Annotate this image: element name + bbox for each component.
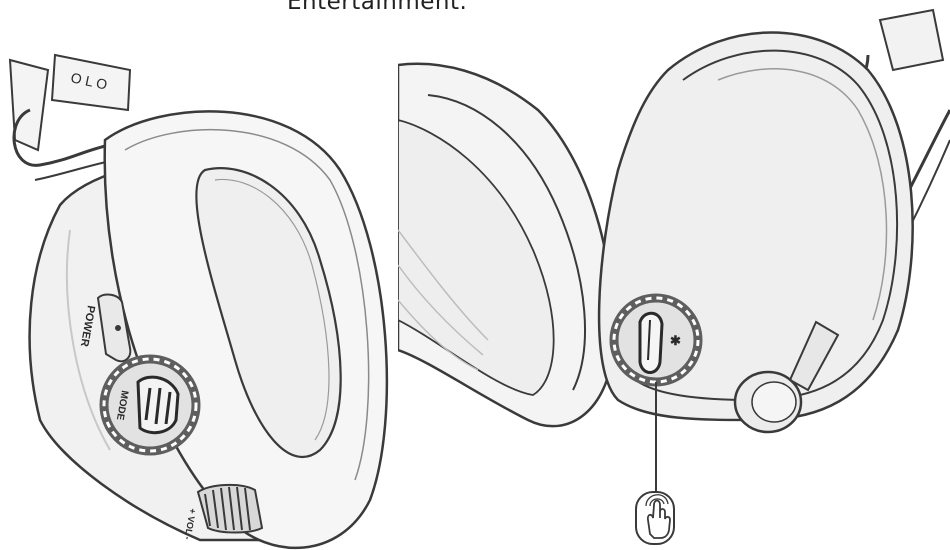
bluetooth-icon: ✱ [670,333,681,348]
headband-slider [880,10,943,70]
power-led-icon [115,325,121,331]
volume-wheel[interactable] [198,485,262,533]
bluetooth-button[interactable] [640,313,662,372]
left-headphone-drawing: O L O POWER [0,0,398,550]
tap-finger-icon [636,492,674,544]
left-headphone-illustration: O L O POWER [0,0,398,550]
mode-button-highlight: MODE [104,359,196,451]
right-headphone-illustration: ✱ [398,0,950,550]
mode-dial[interactable] [138,377,178,433]
right-headphone-drawing: ✱ [398,0,950,550]
bluetooth-button-highlight: ✱ [614,298,698,382]
